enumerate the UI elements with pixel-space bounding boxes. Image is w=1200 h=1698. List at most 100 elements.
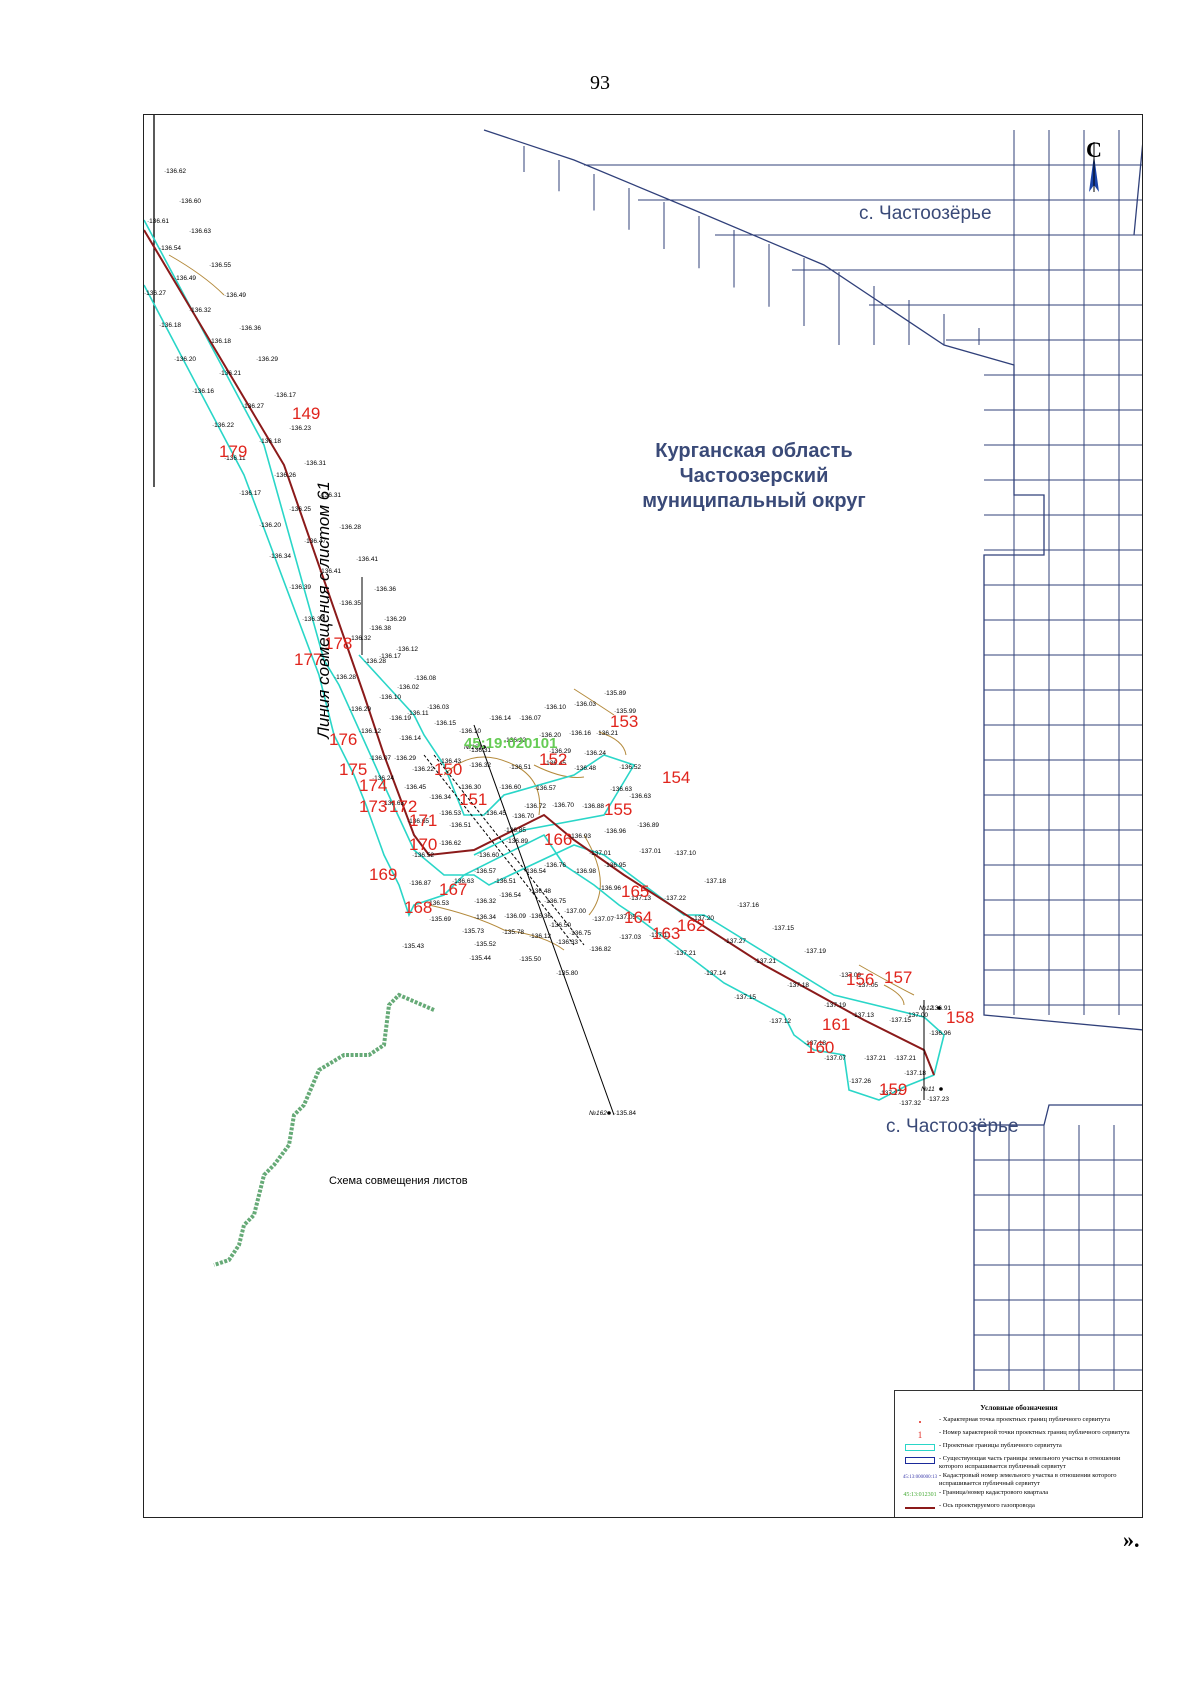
village-label-top: с. Частоозёрье (859, 203, 992, 224)
elevation-label: ·136.39 (289, 584, 311, 591)
elevation-label: ·135.73 (462, 928, 484, 935)
elevation-label: ·136.32 (189, 307, 211, 314)
elevation-label: ·136.12 (529, 933, 551, 940)
elevation-label: ·135.80 (556, 970, 578, 977)
elevation-label: ·136.31 (469, 747, 491, 754)
elevation-label: ·136.28 (339, 524, 361, 531)
elevation-label: ·136.63 (610, 786, 632, 793)
point-number-158: 158 (946, 1008, 974, 1027)
elevation-label: ·136.20 (259, 522, 281, 529)
elevation-label: ·137.32 (899, 1100, 921, 1107)
region-title-line-2: Частоозерский (679, 465, 829, 487)
legend-item-cadastral-quarter: 45:13:012301 - Граница/номер кадастровог… (895, 1488, 1142, 1501)
cadastral-number-symbol: 45:13:000000:13 (902, 1475, 938, 1480)
elevation-label: ·136.50 (549, 922, 571, 929)
elevation-label: ·136.07 (519, 715, 541, 722)
elevation-label: ·136.49 (224, 292, 246, 299)
cadastral-quarter-symbol: 45:13:012301 (903, 1491, 937, 1498)
elevation-label: ·136.12 (396, 646, 418, 653)
village-grid-top (483, 129, 1142, 1031)
elevation-label: ·136.82 (589, 946, 611, 953)
north-arrow-icon: С (1086, 137, 1102, 192)
elevation-label: ·136.24 (584, 750, 606, 757)
point-number-174: 174 (359, 776, 387, 795)
elevation-label: ·136.63 (452, 878, 474, 885)
elevation-label: ·136.52 (619, 764, 641, 771)
elevation-label: ·136.10 (379, 694, 401, 701)
elevation-label: ·136.53 (439, 810, 461, 817)
contour-lines (168, 254, 915, 1006)
point-number-168: 168 (404, 898, 432, 917)
elevation-label: ·136.27 (144, 290, 166, 297)
elevation-label: ·136.45 (484, 810, 506, 817)
elevation-label: ·136.70 (552, 802, 574, 809)
elevation-label: ·136.49 (174, 275, 196, 282)
elevation-label: ·137.15 (889, 1017, 911, 1024)
elevation-label: ·136.52 (412, 852, 434, 859)
elevation-label: ·136.48 (529, 888, 551, 895)
elevation-label: ·136.32 (474, 898, 496, 905)
point-number-151: 151 (459, 790, 487, 809)
elevation-label: ·137.18 (704, 878, 726, 885)
gas-pipeline-axis (144, 229, 935, 1076)
elevation-label: ·137.15 (734, 994, 756, 1001)
elevation-label: ·136.45 (544, 760, 566, 767)
point-number-177: 177 (294, 650, 322, 669)
elevation-label: ·137.01 (589, 850, 611, 857)
elevation-label: ·136.25 (289, 506, 311, 513)
elevation-label: ·137.09 (839, 972, 861, 979)
existing-pipe (361, 577, 925, 1116)
elevation-label: ·136.24 (372, 775, 394, 782)
elevation-label: ·137.05 (614, 914, 636, 921)
closing-quote-mark: ». (1123, 1527, 1140, 1552)
point-number-152: 152 (539, 750, 567, 769)
point-number-175: 175 (339, 760, 367, 779)
point-number-172: 172 (389, 797, 417, 816)
point-number-159: 159 (879, 1080, 907, 1099)
elevation-label: ·136.18 (159, 322, 181, 329)
elevation-label: ·136.53 (427, 900, 449, 907)
elevation-label: ·137.18 (787, 982, 809, 989)
elevation-label: ·136.41 (319, 568, 341, 575)
elevation-label: ·135.84 (614, 1110, 636, 1117)
elevation-label: ·137.16 (737, 902, 759, 909)
cadastral-quarter-label: 45:19:020101 (464, 735, 558, 752)
elevation-label: ·136.34 (269, 553, 291, 560)
elevation-label: ·136.33 (556, 939, 578, 946)
elevation-label: ·135.43 (402, 943, 424, 950)
elevation-label: ·136.20 (174, 356, 196, 363)
elevation-label: ·137.07 (824, 1055, 846, 1062)
region-title-line-3: муниципальный округ (642, 490, 866, 512)
point-number-155: 155 (604, 800, 632, 819)
legend-item-cadastral-number: 45:13:000000:13 - Кадастровый номер земе… (902, 1472, 1117, 1487)
elevation-label: ·136.21 (596, 730, 618, 737)
elevation-label: ·136.88 (582, 803, 604, 810)
elevation-label: ·137.12 (769, 1018, 791, 1025)
elevation-label: ·136.63 (189, 228, 211, 235)
elevation-label: ·136.17 (239, 490, 261, 497)
region-title-line-1: Курганская область (655, 440, 853, 462)
elevation-label: ·136.61 (147, 218, 169, 225)
elevation-label: ·136.36 (239, 325, 261, 332)
well-label: №161 (464, 744, 482, 751)
elevation-label: ·136.11 (224, 455, 246, 462)
elevation-label: ·137.14 (704, 970, 726, 977)
point-number-164: 164 (624, 908, 652, 927)
elevation-label: ·136.35 (339, 600, 361, 607)
point-number-173: 173 (359, 797, 387, 816)
point-number-166: 166 (544, 830, 572, 849)
sheet-scheme-line (213, 992, 435, 1267)
elevation-label: ·136.16 (192, 388, 214, 395)
elevation-label: ·137.27 (724, 938, 746, 945)
elevation-label: ·136.60 (499, 784, 521, 791)
elevation-label: ·136.51 (509, 764, 531, 771)
elevation-label: ·137.10 (674, 850, 696, 857)
elevation-label: ·135.99 (614, 708, 636, 715)
elevation-label: ·136.47 (304, 538, 326, 545)
well-marker-icon (939, 1087, 943, 1091)
elevation-label: ·136.55 (209, 262, 231, 269)
elevation-label: ·135.44 (469, 955, 491, 962)
scheme-label: Схема совмещения листов (329, 1175, 468, 1187)
elevation-label: ·136.45 (404, 784, 426, 791)
legend-item-existing-boundary: - Существующая часть границы земельного … (895, 1454, 1142, 1471)
